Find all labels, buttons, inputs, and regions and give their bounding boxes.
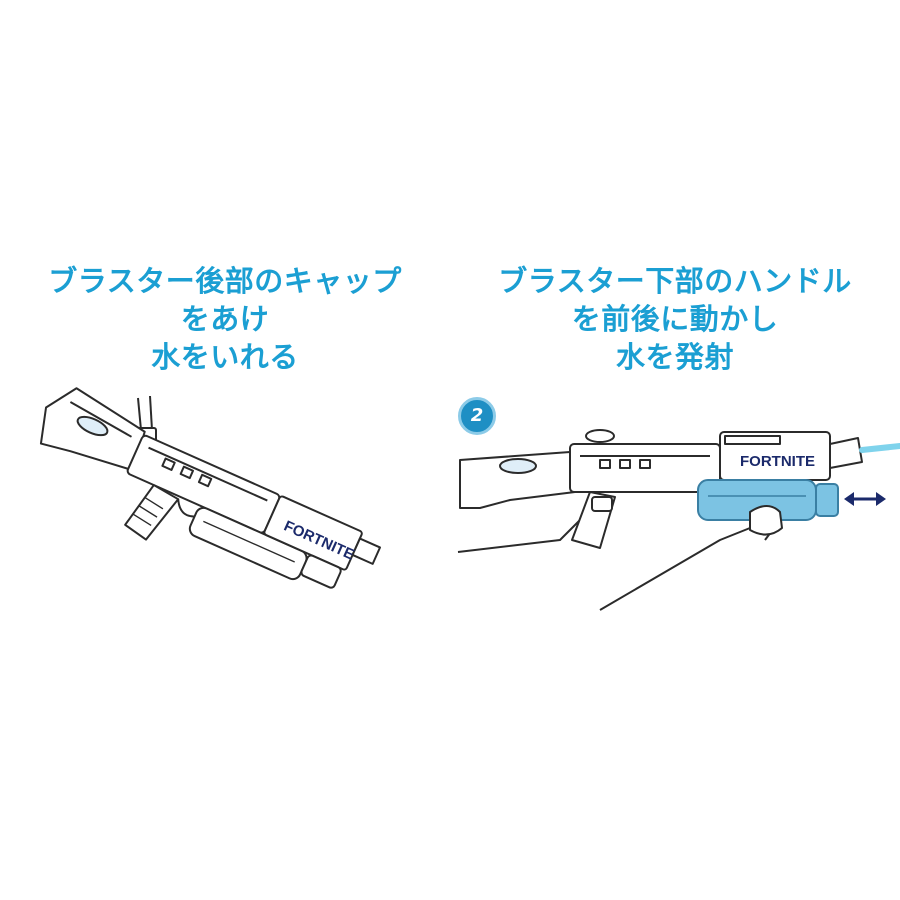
step-2-caption-line-1: ブラスター下部のハンドル <box>498 264 852 298</box>
step-1-caption-line-2: をあけ <box>180 302 270 336</box>
blaster-left-icon: FORTNITE <box>39 387 381 589</box>
step-2-brand-label: FORTNITE <box>740 453 815 470</box>
step-2-caption-line-2: を前後に動かし <box>571 302 779 336</box>
step-1-caption: ブラスター後部のキャップ をあけ 水をいれる <box>0 262 450 376</box>
step-2-caption-line-3: 水を発射 <box>615 340 734 374</box>
step-2-caption: ブラスター下部のハンドル を前後に動かし 水を発射 <box>450 262 900 376</box>
step-2-number-badge: 2 <box>458 397 496 435</box>
water-fill-illustration: FORTNITE <box>39 387 381 589</box>
double-arrow-icon <box>844 492 886 506</box>
step-1-caption-line-3: 水をいれる <box>151 340 299 374</box>
step-1-panel: ブラスター後部のキャップ をあけ 水をいれる 1 <box>0 262 450 589</box>
water-stream-icon <box>859 443 900 453</box>
step-2-panel: ブラスター下部のハンドル を前後に動かし 水を発射 2 FORTNITE <box>450 0 900 900</box>
step-1-caption-line-1: ブラスター後部のキャップ <box>48 264 402 298</box>
pump-action-illustration: FORTNITE <box>457 429 900 611</box>
